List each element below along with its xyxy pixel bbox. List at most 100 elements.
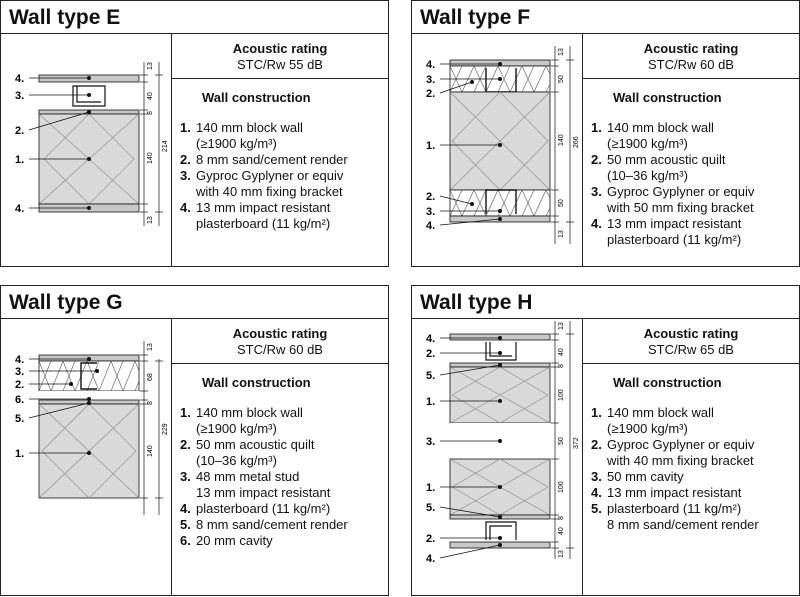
item-number: 3. <box>591 184 602 199</box>
panel-title: Wall type E <box>1 1 388 34</box>
item-number: 1. <box>180 405 191 420</box>
item-text: 140 mm block wall <box>196 405 303 420</box>
construction-item: 4. plasterboard (11 kg/m²) <box>180 501 384 517</box>
panel-wall-type-h: Wall type H <box>411 285 800 596</box>
acoustic-rating-box: Acoustic rating STC/Rw 55 dB <box>172 34 388 79</box>
item-text: (10–36 kg/m³) <box>607 168 688 183</box>
callout-label: 4. <box>426 333 435 345</box>
construction-item: 13 mm impact resistant <box>180 485 384 501</box>
item-number: 2. <box>591 152 602 167</box>
item-number: 3. <box>180 168 191 183</box>
construction-item: 4.13 mm impact resistant <box>591 485 795 501</box>
panel-title: Wall type G <box>1 286 388 319</box>
panel-body: 4. 3. 2. 1. 4. 13 40 8 140 13 <box>1 34 388 266</box>
panel-title: Wall type H <box>412 286 799 319</box>
item-text: 20 mm cavity <box>196 533 273 548</box>
fixing-bracket-2 <box>485 521 517 540</box>
item-text: (10–36 kg/m³) <box>196 453 277 468</box>
callout-label: 2. <box>15 125 24 137</box>
quilt-hatch-bottom <box>449 189 551 217</box>
item-text: 50 mm acoustic quilt <box>607 152 726 167</box>
dim-label: 50 <box>558 199 565 207</box>
item-text: 13 mm impact resistant <box>607 216 742 231</box>
acoustic-rating-value: STC/Rw 55 dB <box>237 57 323 72</box>
item-text: with 50 mm fixing bracket <box>607 200 754 215</box>
dim-label: 50 <box>558 437 565 445</box>
item-text: 8 mm sand/cement render <box>196 152 348 167</box>
wall-construction-heading: Wall construction <box>613 375 722 390</box>
construction-item: 1.140 mm block wall(≥1900 kg/m³) <box>591 405 795 437</box>
construction-item: 2.8 mm sand/cement render <box>180 152 384 168</box>
item-number: 4. <box>180 200 191 215</box>
dim-label: 68 <box>147 373 154 381</box>
dim-label: 13 <box>558 48 565 56</box>
acoustic-rating-heading: Acoustic rating <box>643 41 739 56</box>
construction-item: 5.plasterboard (11 kg/m²) <box>591 501 795 517</box>
callout-label: 3. <box>426 436 435 448</box>
item-text: (≥1900 kg/m³) <box>607 421 688 436</box>
dim-label: 8 <box>558 364 565 368</box>
item-text: 48 mm metal stud <box>196 469 300 484</box>
construction-item: 2.50 mm acoustic quilt(10–36 kg/m³) <box>180 437 384 469</box>
callout-label: 1. <box>426 140 435 152</box>
wall-section-drawing: 4. 2. 5. 1. 3. 1. 5. 2. 4. <box>412 319 583 595</box>
item-text: 50 mm acoustic quilt <box>196 437 315 452</box>
callout-label: 2. <box>426 191 435 203</box>
wall-f-section-svg: 4. 3. 2. 1. 2. 3. 4. 13 50 140 50 <box>426 46 580 244</box>
construction-item: 5.8 mm sand/cement render <box>180 517 384 533</box>
specs-column: Acoustic rating STC/Rw 65 dB Wall constr… <box>583 319 799 595</box>
specs-column: Acoustic rating STC/Rw 60 dB Wall constr… <box>172 319 388 595</box>
item-text: Gyproc Gyplyner or equiv <box>607 184 755 199</box>
dim-label: 40 <box>558 348 565 356</box>
callout-label: 5. <box>426 370 435 382</box>
callout-label: 2. <box>426 88 435 100</box>
item-text: 140 mm block wall <box>607 120 714 135</box>
wall-construction: Wall construction 1.140 mm block wall(≥1… <box>583 79 799 266</box>
callout-label: 3. <box>426 206 435 218</box>
construction-item: 3.50 mm cavity <box>591 469 795 485</box>
construction-item: 2. 50 mm acoustic quilt(10–36 kg/m³) <box>591 152 795 184</box>
item-number: 1. <box>591 120 602 135</box>
callout-label: 4. <box>15 73 24 85</box>
dim-label: 100 <box>558 389 565 401</box>
callout-label: 2. <box>426 533 435 545</box>
construction-list: 1.140 mm block wall(≥1900 kg/m³) 2. Gypro… <box>591 405 795 533</box>
acoustic-rating-heading: Acoustic rating <box>643 326 739 341</box>
callout-label: 4. <box>426 59 435 71</box>
item-number: 3. <box>180 469 191 484</box>
dim-label: 40 <box>558 527 565 535</box>
callout-label: 3. <box>15 366 24 378</box>
cavity <box>39 391 139 400</box>
fixing-bracket <box>72 85 106 107</box>
quilt-hatch <box>38 360 140 392</box>
panel-wall-type-f: Wall type F <box>411 0 800 267</box>
wall-g-section-svg: 4. 3. 2. 6. 5. 1. 13 68 8 140 229 <box>15 341 169 515</box>
acoustic-rating-box: Acoustic rating STC/Rw 60 dB <box>583 34 799 79</box>
item-text: 140 mm block wall <box>607 405 714 420</box>
item-text: 13 mm impact resistant <box>196 485 331 500</box>
item-text: (≥1900 kg/m³) <box>196 136 277 151</box>
dim-label: 140 <box>147 152 154 164</box>
callout-label: 4. <box>15 203 24 215</box>
wall-construction-heading: Wall construction <box>202 90 311 105</box>
fixing-bracket <box>485 342 517 361</box>
acoustic-rating-value: STC/Rw 65 dB <box>648 342 734 357</box>
item-number: 5. <box>180 517 191 532</box>
dim-label: 13 <box>558 230 565 238</box>
dim-label: 140 <box>147 445 154 457</box>
dim-label: 8 <box>558 516 565 520</box>
callout-label: 2. <box>15 379 24 391</box>
dim-label: 8 <box>147 111 154 115</box>
item-text: Gyproc Gyplyner or equiv <box>607 437 755 452</box>
callout-label: 2. <box>426 348 435 360</box>
specs-column: Acoustic rating STC/Rw 60 dB Wall constr… <box>583 34 799 266</box>
item-number: 4. <box>180 501 191 516</box>
wall-h-section-svg: 4. 2. 5. 1. 3. 1. 5. 2. 4. <box>426 321 580 565</box>
item-number: 2. <box>591 437 602 452</box>
item-text: plasterboard (11 kg/m²) <box>196 501 331 516</box>
wall-section-drawing: 4. 3. 2. 6. 5. 1. 13 68 8 140 229 <box>1 319 172 595</box>
construction-list: 1.140 mm block wall(≥1900 kg/m³) 2.8 mm … <box>180 120 384 232</box>
item-text: 13 mm impact resistant <box>607 485 742 500</box>
